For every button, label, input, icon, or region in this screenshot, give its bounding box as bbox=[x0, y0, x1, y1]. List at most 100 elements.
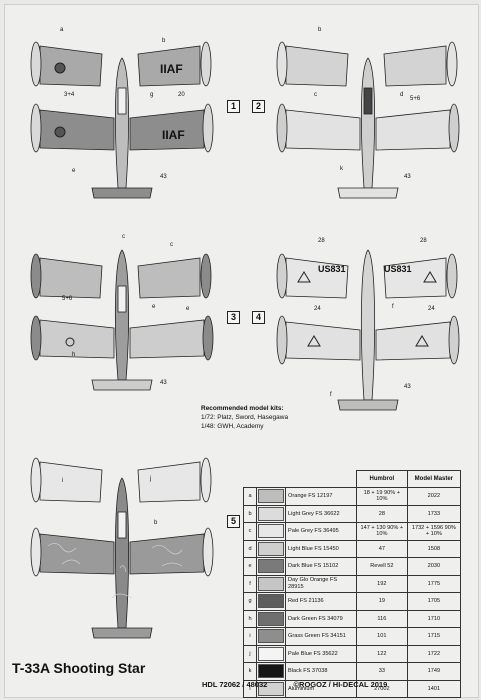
legend-color-name: Aluminium bbox=[285, 679, 357, 698]
legend-color-name: Pale Blue FS 35622 bbox=[285, 644, 357, 663]
footer-copyright: ©ROGOZ / HI-DECAL 2019 bbox=[293, 680, 388, 689]
profile-4-callout: 24 bbox=[428, 306, 435, 312]
profile-2-callout: k bbox=[340, 166, 343, 172]
legend-model-master-code: 1715 bbox=[406, 627, 462, 646]
legend-model-master-code: 1775 bbox=[406, 574, 462, 593]
legend-swatch bbox=[256, 679, 286, 698]
profile-1-marking: IIAF bbox=[162, 128, 185, 142]
legend-model-master-code: 1508 bbox=[406, 539, 462, 558]
legend-model-master-code: 2030 bbox=[406, 557, 462, 576]
footer: HDL 72062 / 48032 ©ROGOZ / HI-DECAL 2019 bbox=[202, 680, 387, 689]
profile-3-callout: e bbox=[152, 304, 156, 310]
recommended-line: 1/48: GWH, Academy bbox=[201, 423, 264, 430]
legend-key: b bbox=[243, 504, 257, 523]
profile-4-callout: 28 bbox=[420, 238, 427, 244]
color-swatch bbox=[258, 594, 284, 609]
legend-humbrol-code: Revell 52 bbox=[356, 557, 408, 576]
legend-key: j bbox=[243, 644, 257, 663]
recommended-kits: Recommended model kits: 1/72: Platz, Swo… bbox=[201, 404, 288, 431]
profile-5-drawing bbox=[22, 448, 222, 648]
profile-3-callout: h bbox=[72, 352, 76, 358]
legend-model-master-code: 1733 bbox=[406, 504, 462, 523]
legend-key: d bbox=[243, 539, 257, 558]
color-swatch bbox=[258, 541, 284, 556]
legend-humbrol-code: 116 bbox=[356, 609, 408, 628]
profile-4-callout: f bbox=[392, 304, 394, 310]
legend-color-name: Dark Blue FS 15102 bbox=[285, 557, 357, 576]
color-swatch bbox=[258, 506, 284, 521]
profile-3-callout: 43 bbox=[160, 380, 167, 386]
profile-1-callout: b bbox=[162, 38, 166, 44]
legend-swatch bbox=[256, 557, 286, 576]
profile-1-callout: a bbox=[60, 27, 64, 33]
legend-model-master-code: 1710 bbox=[406, 609, 462, 628]
legend-color-name: Day Glo Orange FS 28915 bbox=[285, 574, 357, 593]
legend-swatch bbox=[256, 539, 286, 558]
legend-model-master-code: 1732 + 1596 90% + 10% bbox=[406, 522, 462, 541]
profile-5-callout: b bbox=[154, 520, 158, 526]
legend-humbrol-code: 47 bbox=[356, 539, 408, 558]
legend-key: k bbox=[243, 662, 257, 681]
legend-humbrol-code: 192 bbox=[356, 574, 408, 593]
legend-key: a bbox=[243, 487, 257, 506]
footer-product-code: HDL 72062 / 48032 bbox=[202, 680, 268, 689]
profile-1-callout: 3+4 bbox=[64, 92, 75, 98]
legend-swatch bbox=[256, 662, 286, 681]
profile-3-number: 3 bbox=[227, 311, 240, 324]
color-swatch bbox=[258, 611, 284, 626]
legend-color-name: Orange FS 12197 bbox=[285, 487, 357, 506]
legend-color-name: Light Blue FS 15450 bbox=[285, 539, 357, 558]
legend-model-master-code: 1749 bbox=[406, 662, 462, 681]
legend-model-master-code: 1401 bbox=[406, 679, 462, 698]
legend-key: e bbox=[243, 557, 257, 576]
legend-humbrol-code: 28 bbox=[356, 504, 408, 523]
legend-color-name: Pale Grey FS 36495 bbox=[285, 522, 357, 541]
profile-4-marking: US831 bbox=[318, 264, 346, 274]
profile-1-callout: 43 bbox=[160, 174, 167, 180]
profile-4-callout: 24 bbox=[314, 306, 321, 312]
profile-3-drawing bbox=[22, 230, 222, 410]
profile-4-drawing bbox=[268, 230, 468, 430]
color-swatch bbox=[258, 681, 284, 696]
legend-humbrol-code: 147 + 130 90% + 10% bbox=[356, 522, 408, 541]
legend-color-name: Dark Green FS 34079 bbox=[285, 609, 357, 628]
recommended-line: 1/72: Platz, Sword, Hasegawa bbox=[201, 414, 289, 421]
color-swatch bbox=[258, 664, 284, 679]
profile-1-callout: 20 bbox=[178, 92, 185, 98]
legend-model-master-code: 1705 bbox=[406, 592, 462, 611]
profile-1-number: 1 bbox=[227, 100, 240, 113]
legend-key: g bbox=[243, 592, 257, 611]
profile-2-callout: c bbox=[314, 92, 317, 98]
legend-color-name: Grass Green FS 34151 bbox=[285, 627, 357, 646]
sheet-title: T-33A Shooting Star bbox=[12, 660, 146, 676]
color-swatch bbox=[258, 646, 284, 661]
profile-5-callout: j bbox=[150, 476, 152, 482]
recommended-heading: Recommended model kits: bbox=[201, 405, 284, 412]
color-swatch bbox=[258, 576, 284, 591]
legend-humbrol-code: 18 + 19 90% + 10% bbox=[356, 487, 408, 506]
profile-2-drawing bbox=[268, 18, 468, 218]
profile-2-callout: b bbox=[318, 27, 322, 33]
legend-color-name: Black FS 37038 bbox=[285, 662, 357, 681]
profile-5-callout: i bbox=[62, 478, 64, 484]
profile-2-callout: 43 bbox=[404, 174, 411, 180]
legend-swatch bbox=[256, 609, 286, 628]
header-humbrol: Humbrol bbox=[356, 470, 408, 488]
profile-4-callout: 43 bbox=[404, 384, 411, 390]
profile-2-number: 2 bbox=[252, 100, 265, 113]
profile-3-callout: 5+6 bbox=[62, 296, 73, 302]
color-swatch bbox=[258, 559, 284, 574]
profile-1-marking: IIAF bbox=[160, 62, 183, 76]
profile-3-callout: c bbox=[170, 242, 173, 248]
legend-swatch bbox=[256, 627, 286, 646]
legend-swatch bbox=[256, 504, 286, 523]
